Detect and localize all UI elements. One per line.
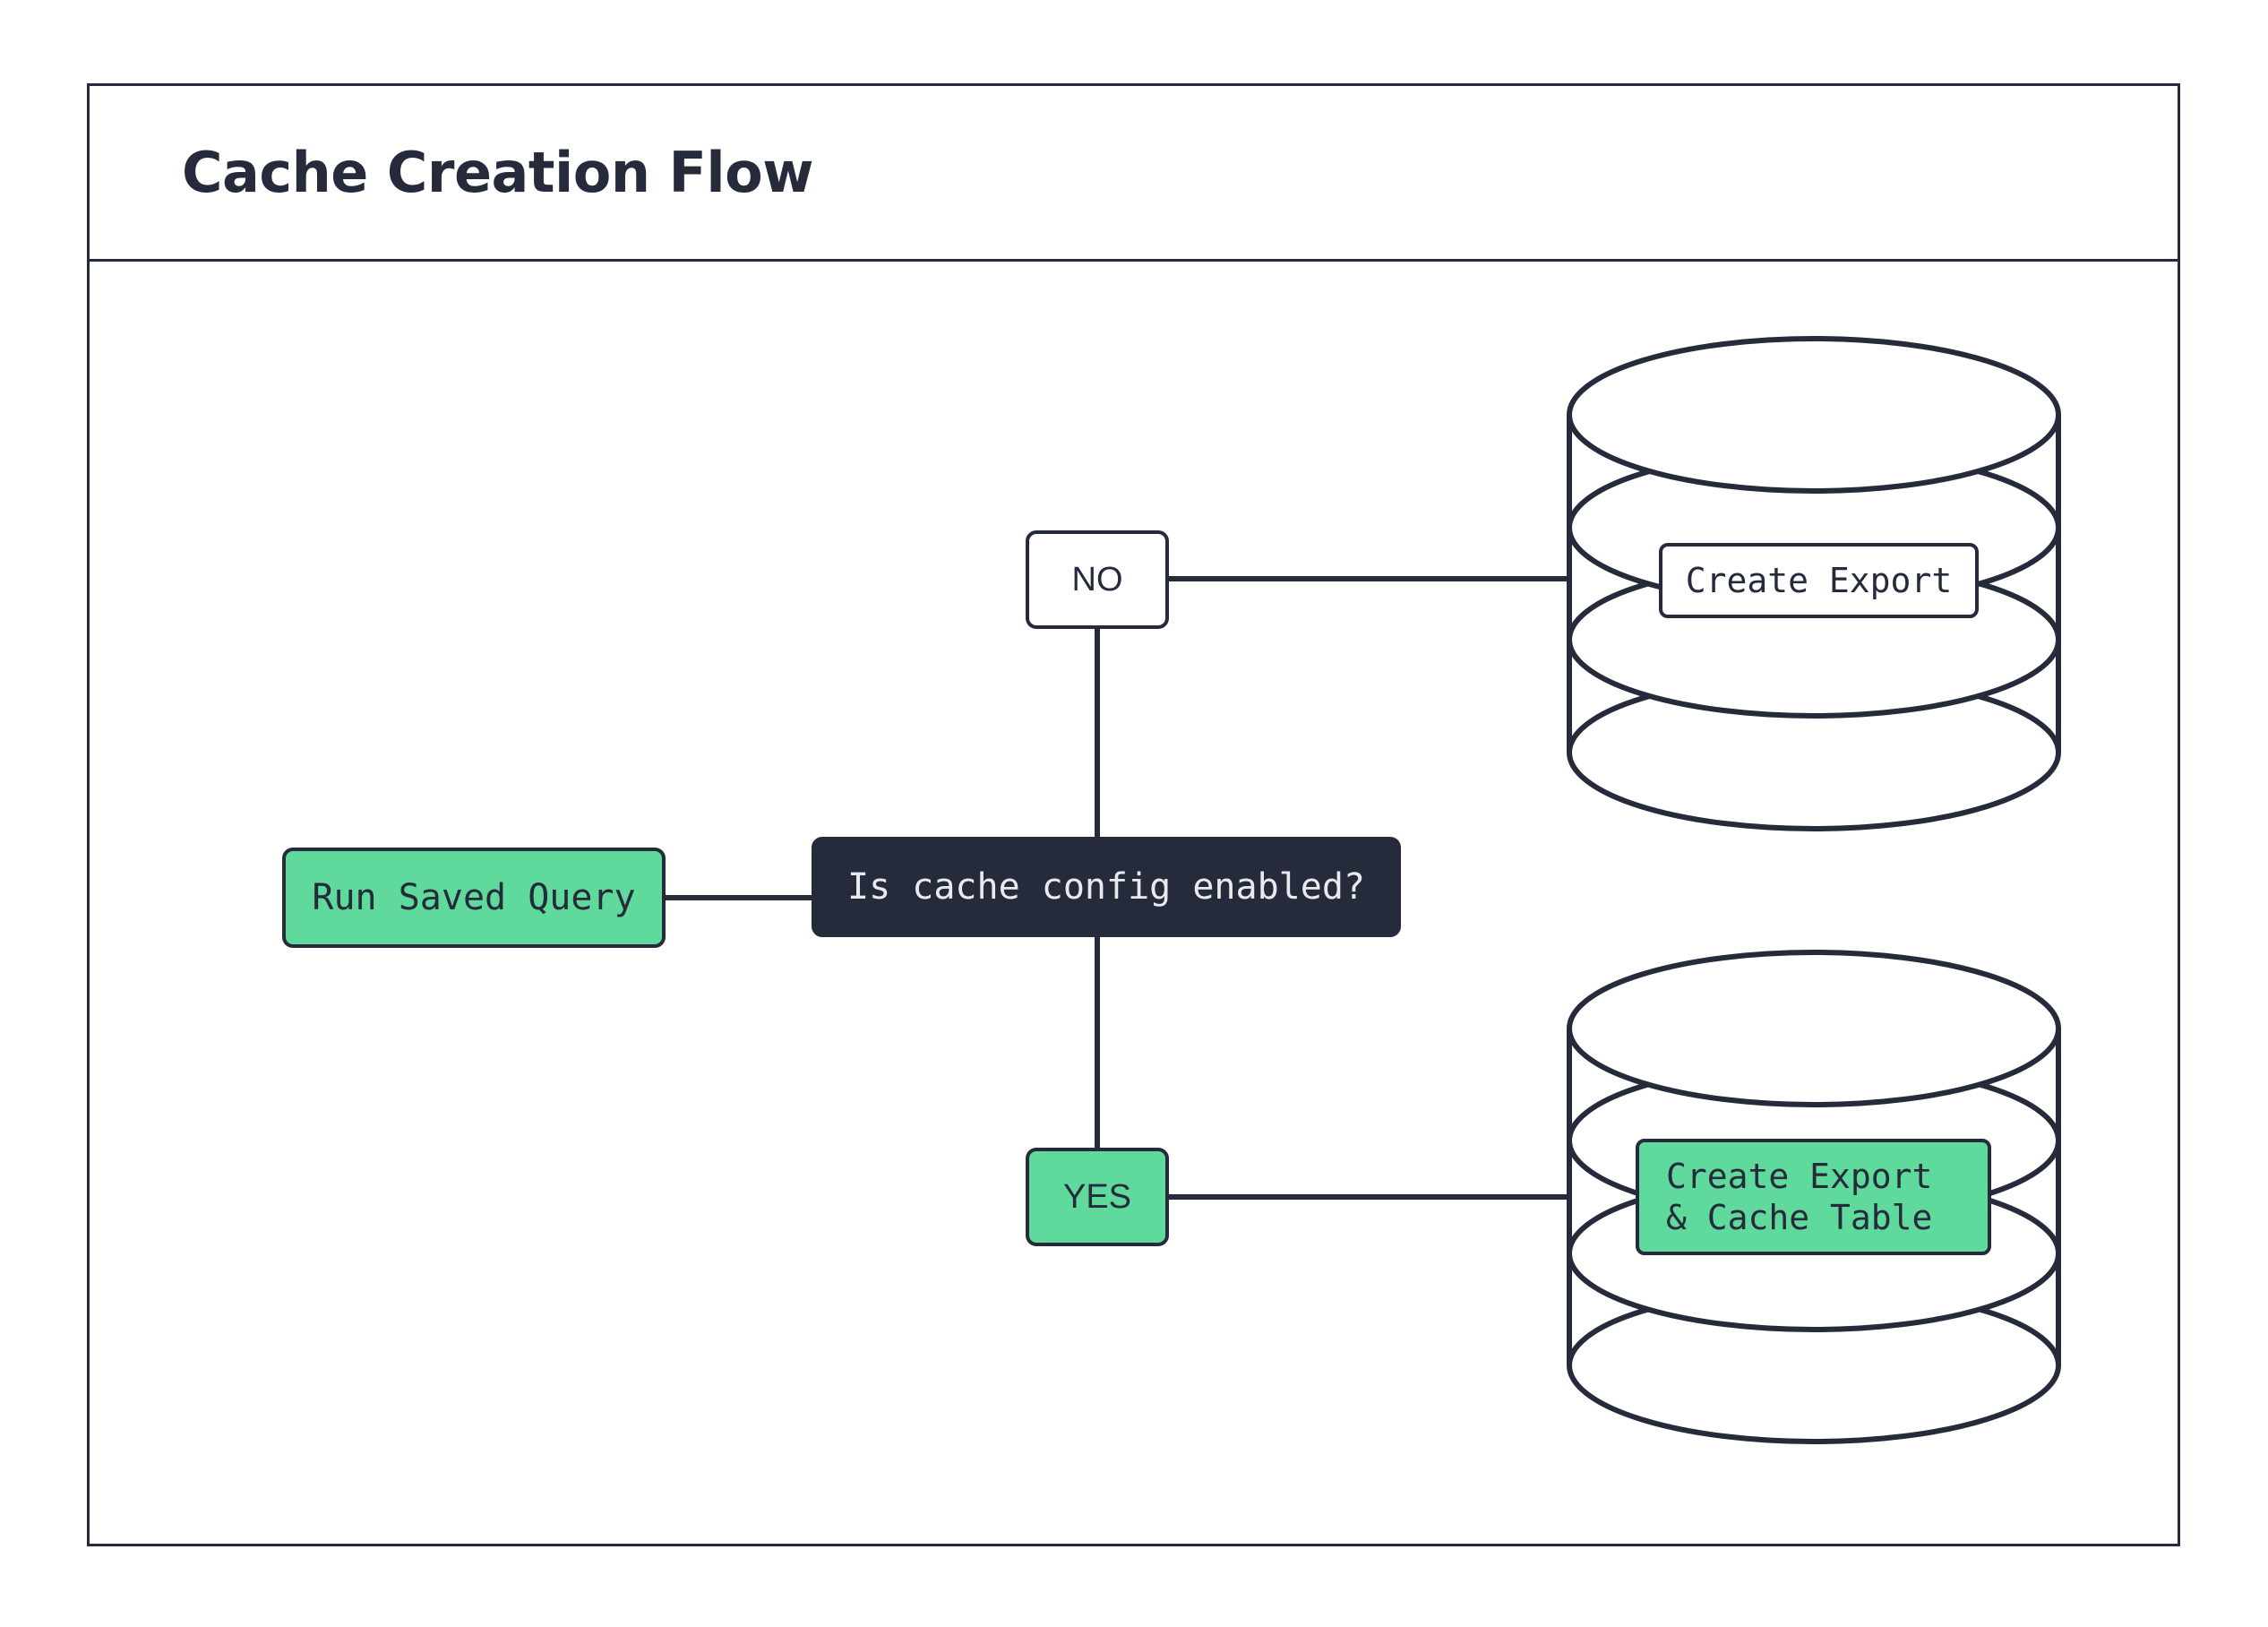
node-label-line-1: Create Export [1666, 1156, 1933, 1196]
node-create-export-and-cache-table[interactable]: Create Export & Cache Table [1636, 1139, 1991, 1255]
node-create-export[interactable]: Create Export [1659, 543, 1979, 618]
node-run-saved-query[interactable]: Run Saved Query [282, 848, 666, 948]
diagram-frame: Cache Creation Flow [87, 83, 2180, 1546]
edge-label-no[interactable]: NO [1026, 530, 1169, 629]
node-decision-is-cache-config-enabled[interactable]: Is cache config enabled? [812, 837, 1401, 937]
node-label-line-2: & Cache Table [1666, 1198, 1933, 1237]
diagram-header: Cache Creation Flow [90, 86, 2178, 262]
page-title: Cache Creation Flow [182, 140, 814, 205]
edge-label-yes[interactable]: YES [1026, 1148, 1169, 1246]
